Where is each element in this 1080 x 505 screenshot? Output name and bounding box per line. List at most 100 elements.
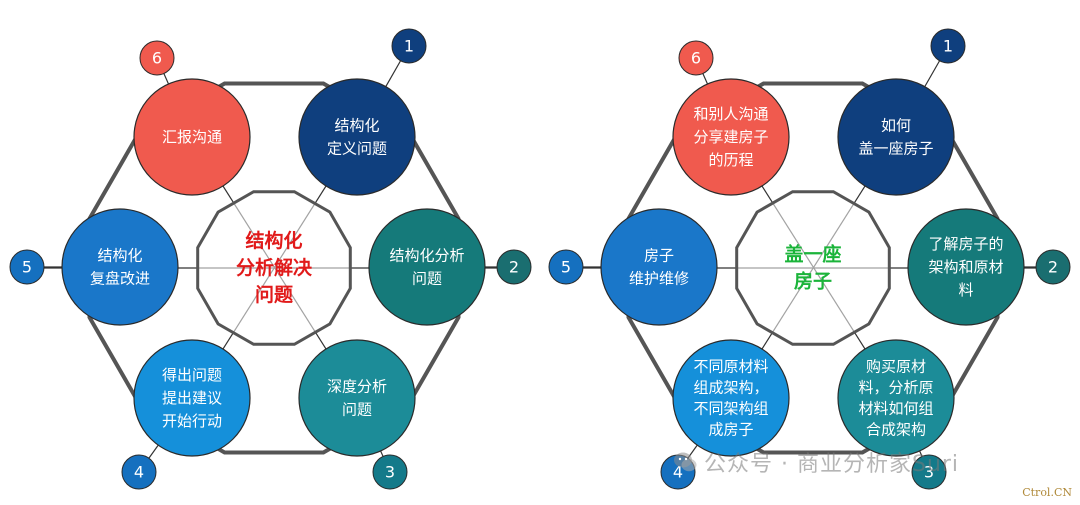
badge-number: 5 — [561, 258, 571, 277]
badge-circle — [911, 454, 947, 490]
center-label-line-2: 分析解决 — [236, 256, 313, 279]
step-circle — [133, 339, 251, 457]
step-circle — [837, 78, 955, 196]
step-label-line-1: 结构化 — [97, 247, 142, 265]
center-frame — [196, 190, 352, 346]
step-label-line-2: 盖一座房子 — [858, 140, 933, 158]
badge-number: 3 — [924, 463, 934, 482]
badge-number: 3 — [385, 463, 395, 482]
badge-number: 6 — [691, 49, 701, 68]
step-label-line-1: 不同原材料 — [693, 358, 768, 376]
step-circle — [907, 208, 1025, 326]
step-circle — [298, 78, 416, 196]
step-badge-1: 1 — [391, 28, 427, 64]
step-label-line-1: 得出问题 — [162, 366, 222, 384]
step-badge-6: 6 — [139, 40, 175, 76]
step-label-line-2: 提出建议 — [162, 389, 222, 407]
step-circle — [837, 339, 955, 457]
center-label-line-1: 盖一座 — [784, 243, 841, 266]
step-label-line-1: 如何 — [881, 117, 911, 135]
badge-circle — [1035, 249, 1071, 285]
step-label-line-1: 结构化分析 — [389, 247, 464, 265]
badge-number: 4 — [134, 463, 144, 482]
badge-circle — [9, 249, 45, 285]
step-node-6: 汇报沟通 — [133, 78, 251, 196]
cycle-diagram-2: 盖一座房子如何盖一座房子了解房子的架构和原材料购买原材料，分析原材料如何组合成架… — [548, 28, 1071, 490]
badge-circle — [548, 249, 584, 285]
step-circle — [600, 208, 718, 326]
corner-mark: Ctrol.CN — [1022, 486, 1072, 499]
badge-number: 6 — [152, 49, 162, 68]
step-badge-5: 5 — [9, 249, 45, 285]
badge-circle — [391, 28, 427, 64]
step-badge-2: 2 — [496, 249, 532, 285]
step-badge-2: 2 — [1035, 249, 1071, 285]
step-label-line-1: 了解房子的 — [928, 235, 1003, 253]
step-label-line-3: 开始行动 — [162, 412, 222, 430]
step-badge-4: 4 — [121, 454, 157, 490]
step-circle — [298, 339, 416, 457]
step-badge-5: 5 — [548, 249, 584, 285]
step-label-line-1: 购买原材 — [866, 358, 926, 376]
badge-circle — [139, 40, 175, 76]
step-label-line-2: 复盘改进 — [90, 270, 150, 288]
step-badge-4: 4 — [660, 454, 696, 490]
step-badge-3: 3 — [372, 454, 408, 490]
step-label-line-4: 成房子 — [708, 421, 753, 439]
step-label-line-1: 深度分析 — [327, 378, 387, 396]
step-label-line-3: 的历程 — [708, 151, 753, 169]
step-label-line-2: 架构和原材 — [928, 258, 1003, 276]
step-label-line-2: 组成架构， — [693, 379, 768, 397]
step-label-line-1: 和别人沟通 — [693, 105, 768, 123]
badge-number: 2 — [509, 258, 519, 277]
badge-circle — [372, 454, 408, 490]
step-label-line-2: 问题 — [342, 401, 372, 419]
step-label-line-2: 料，分析原 — [858, 379, 933, 397]
center-label-line-1: 结构化 — [245, 229, 302, 252]
step-badge-1: 1 — [930, 28, 966, 64]
step-label-line-2: 维护维修 — [629, 270, 689, 288]
center-label: 盖一座房子 — [784, 243, 841, 293]
badge-circle — [930, 28, 966, 64]
step-label-line-3: 材料如何组 — [858, 400, 933, 418]
badge-number: 5 — [22, 258, 32, 277]
badge-circle — [121, 454, 157, 490]
badge-number: 1 — [943, 37, 953, 56]
step-badge-6: 6 — [678, 40, 714, 76]
step-label-line-1: 汇报沟通 — [162, 128, 222, 146]
cycle-diagram-1: 结构化分析解决问题结构化定义问题结构化分析问题深度分析问题得出问题提出建议开始行… — [9, 28, 532, 490]
step-circle — [672, 78, 790, 196]
step-label-line-3: 不同架构组 — [693, 400, 768, 418]
center-label-line-2: 房子 — [794, 270, 832, 293]
step-label-line-4: 合成架构 — [866, 421, 926, 439]
step-label-line-1: 结构化 — [334, 117, 379, 135]
step-label-line-2: 定义问题 — [327, 140, 387, 158]
step-badge-3: 3 — [911, 454, 947, 490]
step-circle — [133, 78, 251, 196]
badge-circle — [678, 40, 714, 76]
step-circle — [672, 339, 790, 457]
badge-number: 2 — [1048, 258, 1058, 277]
step-label-line-2: 分享建房子 — [693, 128, 768, 146]
step-circle — [61, 208, 179, 326]
badge-circle — [496, 249, 532, 285]
center-frame — [735, 190, 891, 346]
step-label-line-3: 料 — [958, 281, 973, 299]
badge-number: 1 — [404, 37, 414, 56]
center-label-line-3: 问题 — [255, 284, 293, 306]
step-circle — [368, 208, 486, 326]
step-label-line-2: 问题 — [412, 270, 442, 288]
